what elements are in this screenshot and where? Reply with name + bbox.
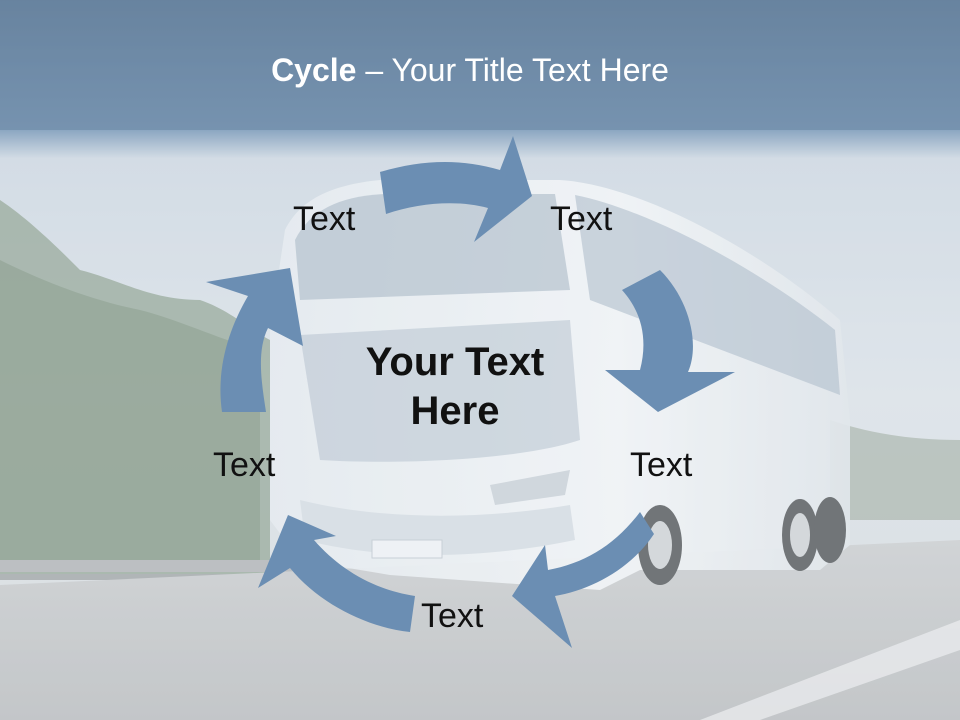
slide-title: Cycle – Your Title Text Here bbox=[0, 52, 940, 89]
cycle-arrow-bottom-right-icon bbox=[512, 512, 654, 648]
cycle-item-label-right: Text bbox=[630, 446, 693, 484]
cycle-item-label-top-left: Text bbox=[293, 200, 356, 238]
cycle-item-label-bottom: Text bbox=[421, 597, 484, 635]
cycle-arrow-bottom-left-icon bbox=[258, 515, 415, 632]
cycle-item-label-top-right: Text bbox=[550, 200, 613, 238]
title-rest: – Your Title Text Here bbox=[356, 52, 669, 88]
cycle-arrow-top-icon bbox=[380, 136, 532, 242]
title-bold: Cycle bbox=[271, 52, 357, 88]
center-text: Your Text Here bbox=[365, 340, 545, 433]
cycle-arrow-right-icon bbox=[605, 270, 735, 412]
cycle-item-label-left: Text bbox=[213, 446, 276, 484]
cycle-arrow-left-icon bbox=[206, 268, 303, 412]
